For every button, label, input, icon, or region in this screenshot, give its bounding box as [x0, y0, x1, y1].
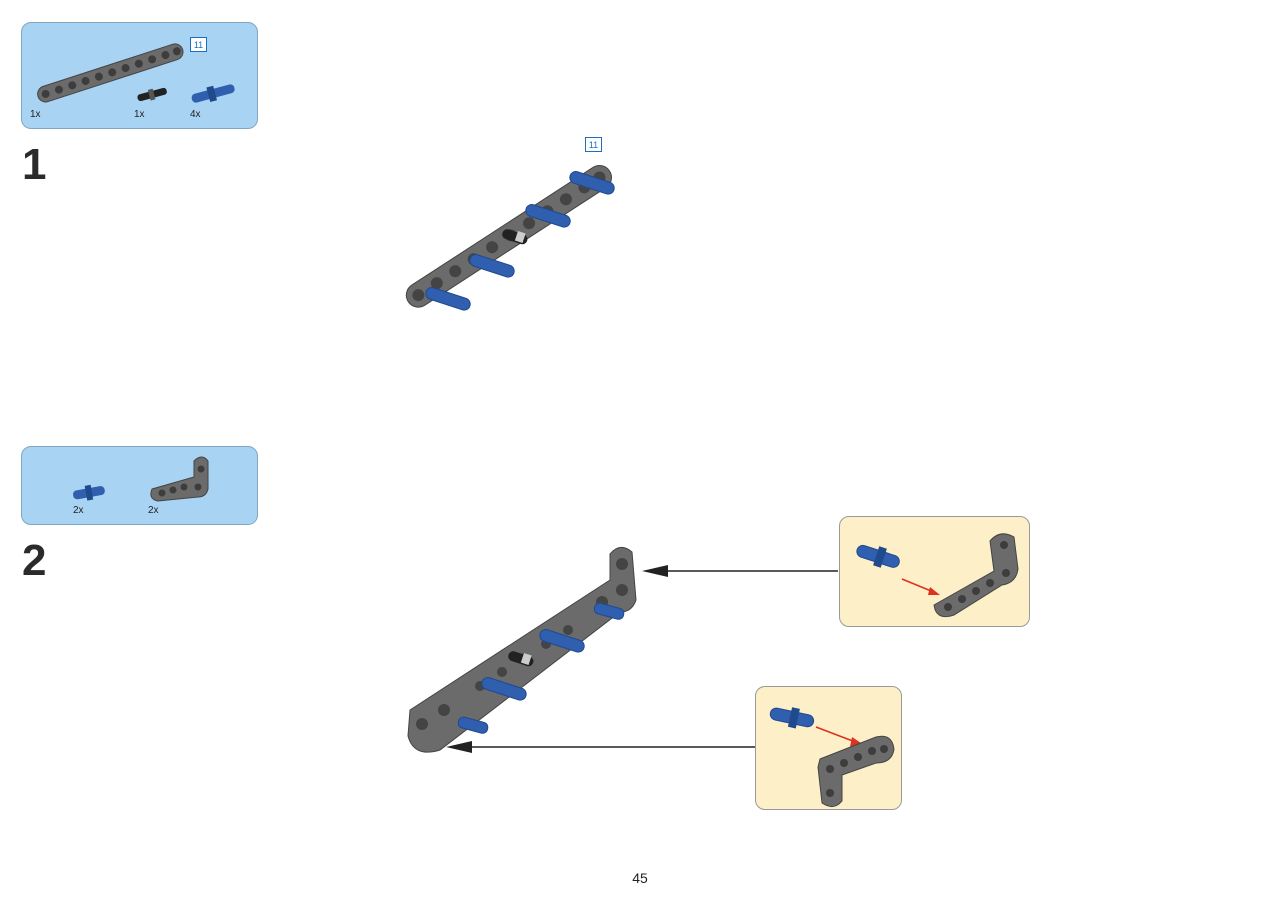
- callout-sub-assembly-top: [839, 516, 1030, 627]
- blue-axle-pin-part-image: [191, 84, 235, 103]
- arrow-top: [642, 565, 838, 577]
- qty-beam-11: 1x: [30, 109, 41, 120]
- black-pin-part-image: [137, 87, 167, 102]
- step-number-2: 2: [22, 536, 47, 585]
- arrow-bottom: [446, 741, 756, 753]
- page-number: 45: [632, 870, 648, 886]
- pin-insert-diagram: [769, 707, 895, 807]
- step-number-1: 1: [22, 140, 47, 189]
- angled-beam-part-image: [150, 456, 209, 502]
- pin-insert-diagram: [856, 533, 1019, 618]
- qty-angled-beam: 2x: [148, 505, 159, 516]
- qty-blue-axle-pin: 2x: [73, 505, 84, 516]
- parts-list-step-1: 1x 1x 4x 11: [21, 22, 258, 129]
- length-badge: 11: [190, 37, 207, 52]
- step-1-assembly-image: [405, 165, 615, 311]
- qty-blue-axle-pin: 4x: [190, 109, 201, 120]
- step-2-assembly-image: [407, 547, 637, 753]
- beam-11-part-image: [37, 43, 184, 103]
- callout-sub-assembly-bottom: [755, 686, 902, 810]
- parts-list-step-2: 2x 2x: [21, 446, 258, 525]
- blue-axle-pin-part-image: [73, 484, 105, 501]
- qty-black-pin: 1x: [134, 109, 145, 120]
- assembly-length-badge: 11: [585, 137, 602, 152]
